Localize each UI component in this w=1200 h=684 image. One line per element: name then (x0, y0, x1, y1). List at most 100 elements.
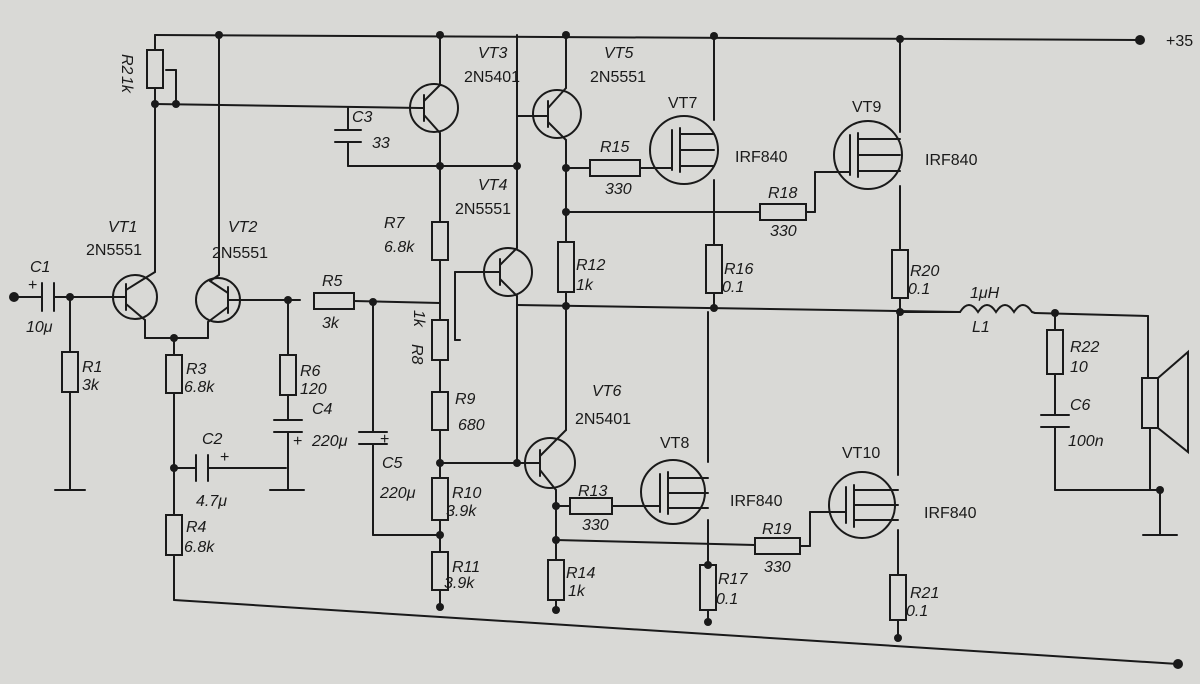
input-terminal (9, 292, 19, 302)
transistor-vt3 (409, 83, 459, 134)
resistor-r15 (589, 159, 641, 177)
r2-ref-label: R2 (118, 54, 135, 75)
r1-value-label: 3k (82, 377, 100, 394)
resistor-r18 (759, 203, 807, 221)
resistor-r20 (891, 249, 909, 299)
resistor-r14 (547, 559, 565, 601)
c6-ref-label: C6 (1070, 397, 1091, 414)
c4-value-label: 220μ (311, 433, 348, 450)
supply-label: +35 (1166, 33, 1193, 50)
c1-ref-label: C1 (30, 259, 50, 276)
transistor-vt10 (828, 471, 899, 539)
inductor-l1 (899, 304, 1036, 314)
capacitors (41, 129, 1070, 482)
capacitor-c2 (195, 454, 209, 482)
r19-value-label: 330 (764, 559, 791, 576)
negative-terminal (1173, 659, 1183, 669)
r16-ref-label: R16 (724, 261, 753, 278)
r3-value-label: 6.8k (184, 379, 215, 396)
resistor-r11 (431, 551, 449, 591)
transistor-vt5 (532, 87, 582, 141)
resistor-r17 (699, 564, 717, 611)
bjt-transistors (112, 83, 582, 491)
r13-ref-label: R13 (578, 483, 607, 500)
c2-plus-label: + (220, 449, 229, 466)
vt10-part-label: IRF840 (924, 505, 977, 522)
r17-value-label: 0.1 (716, 591, 738, 608)
r11-value-label: 3.9k (444, 575, 475, 592)
vt3-ref-label: VT3 (478, 45, 507, 62)
resistor-r12 (557, 241, 575, 293)
c1-plus-label: + (28, 277, 37, 294)
r14-value-label: 1k (568, 583, 586, 600)
ground-symbols (54, 489, 1178, 536)
labels: +35 R2 1k C3 33 VT3 2N5401 VT5 2N5551 VT… (26, 33, 1193, 620)
transistor-vt2 (195, 277, 243, 323)
supply-terminal (1135, 35, 1145, 45)
r7-value-label: 6.8k (384, 239, 415, 256)
capacitor-c3 (334, 129, 362, 143)
resistor-r9 (431, 391, 449, 431)
r22-ref-label: R22 (1070, 339, 1099, 356)
vt7-part-label: IRF840 (735, 149, 788, 166)
vt4-ref-label: VT4 (478, 177, 507, 194)
vt9-ref-label: VT9 (852, 99, 881, 116)
c5-plus-label: + (380, 431, 389, 448)
r8-value-label: 1k (410, 310, 427, 328)
wires (13, 34, 1179, 665)
r19-ref-label: R19 (762, 521, 791, 538)
l1-ref-label: L1 (972, 319, 990, 336)
c6-value-label: 100n (1068, 433, 1104, 450)
resistor-r16 (705, 244, 723, 294)
resistor-r3 (165, 354, 183, 394)
r6-ref-label: R6 (300, 363, 321, 380)
capacitor-c4 (273, 419, 303, 433)
r11-ref-label: R11 (452, 559, 480, 576)
r20-ref-label: R20 (910, 263, 939, 280)
vt8-ref-label: VT8 (660, 435, 689, 452)
c2-ref-label: C2 (202, 431, 223, 448)
r5-value-label: 3k (322, 315, 340, 332)
r22-value-label: 10 (1070, 359, 1088, 376)
r18-value-label: 330 (770, 223, 797, 240)
r5-ref-label: R5 (322, 273, 343, 290)
vt7-ref-label: VT7 (668, 95, 697, 112)
capacitor-c5 (358, 431, 388, 445)
c3-ref-label: C3 (352, 109, 373, 126)
resistor-r19 (754, 537, 801, 555)
r1-ref-label: R1 (82, 359, 102, 376)
c5-value-label: 220μ (379, 485, 416, 502)
r12-ref-label: R12 (576, 257, 605, 274)
transistor-vt1 (112, 274, 158, 321)
r12-value-label: 1k (576, 277, 594, 294)
vt5-ref-label: VT5 (604, 45, 633, 62)
c3-value-label: 33 (372, 135, 390, 152)
resistors (61, 49, 1064, 621)
r15-ref-label: R15 (600, 139, 629, 156)
transistor-vt7 (649, 115, 719, 185)
resistor-r8 (431, 319, 449, 361)
r20-value-label: 0.1 (908, 281, 930, 298)
vt5-part-label: 2N5551 (590, 69, 646, 86)
resistor-r5 (313, 292, 355, 310)
r17-ref-label: R17 (718, 571, 748, 588)
r8-ref-label: R8 (408, 344, 425, 365)
r13-value-label: 330 (582, 517, 609, 534)
r2-value-label: 1k (118, 76, 135, 94)
r3-ref-label: R3 (186, 361, 207, 378)
resistor-r4 (165, 514, 183, 556)
vt1-ref-label: VT1 (108, 219, 137, 236)
r14-ref-label: R14 (566, 565, 595, 582)
resistor-r13 (569, 497, 613, 515)
r18-ref-label: R18 (768, 185, 797, 202)
transistor-vt4 (483, 247, 533, 297)
vt2-part-label: 2N5551 (212, 245, 268, 262)
resistor-r1 (61, 351, 79, 393)
vt1-part-label: 2N5551 (86, 242, 142, 259)
junction-dots (9, 31, 1183, 669)
resistor-r6 (279, 354, 297, 396)
r4-value-label: 6.8k (184, 539, 215, 556)
r4-ref-label: R4 (186, 519, 207, 536)
mosfet-transistors (640, 115, 903, 539)
capacitor-c1 (41, 282, 55, 312)
